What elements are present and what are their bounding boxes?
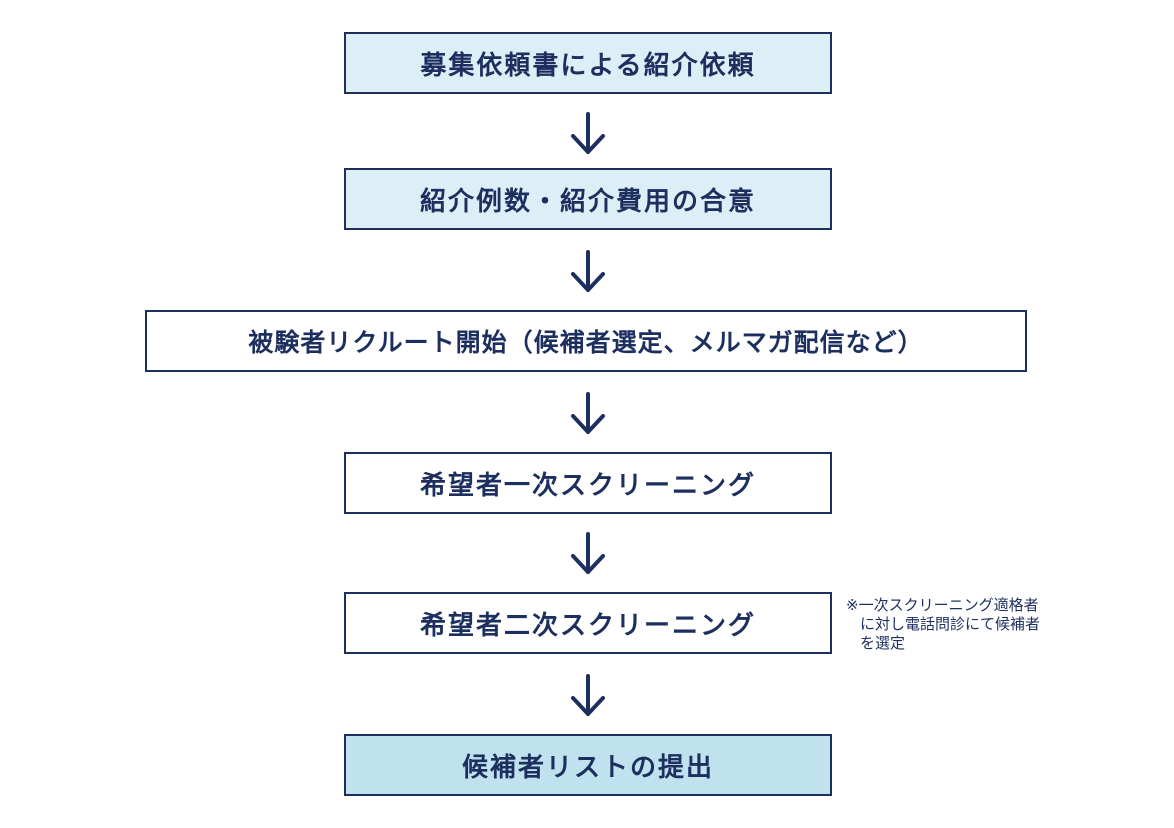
flow-step-referral-request: 募集依頼書による紹介依頼 — [344, 32, 832, 94]
flow-step-label: 募集依頼書による紹介依頼 — [420, 50, 756, 81]
screening-note: ※一次スクリーニング適格者 に対し電話問診にて候補者 を選定 — [846, 596, 1106, 653]
down-arrow-icon — [571, 532, 605, 574]
flow-step-recruitment-start: 被験者リクルート開始（候補者選定、メルマガ配信など） — [145, 310, 1027, 372]
note-line: ※一次スクリーニング適格者 — [846, 596, 1039, 614]
flow-step-candidate-list: 候補者リストの提出 — [344, 734, 832, 796]
flow-step-fee-agreement: 紹介例数・紹介費用の合意 — [344, 168, 832, 230]
flow-step-second-screening: 希望者二次スクリーニング — [344, 592, 832, 654]
down-arrow-icon — [571, 250, 605, 292]
down-arrow-icon — [571, 112, 605, 154]
flow-step-label: 紹介例数・紹介費用の合意 — [419, 186, 756, 217]
flow-step-first-screening: 希望者一次スクリーニング — [344, 452, 832, 514]
note-line: に対し電話問診にて候補者 — [860, 615, 1041, 633]
flow-step-label: 希望者二次スクリーニング — [419, 610, 756, 641]
down-arrow-icon — [571, 392, 605, 434]
flow-step-label: 被験者リクルート開始（候補者選定、メルマガ配信など） — [248, 328, 924, 357]
flow-step-label: 希望者一次スクリーニング — [419, 470, 756, 501]
note-line: を選定 — [860, 634, 906, 652]
down-arrow-icon — [571, 674, 605, 716]
flow-step-label: 候補者リストの提出 — [461, 752, 714, 783]
